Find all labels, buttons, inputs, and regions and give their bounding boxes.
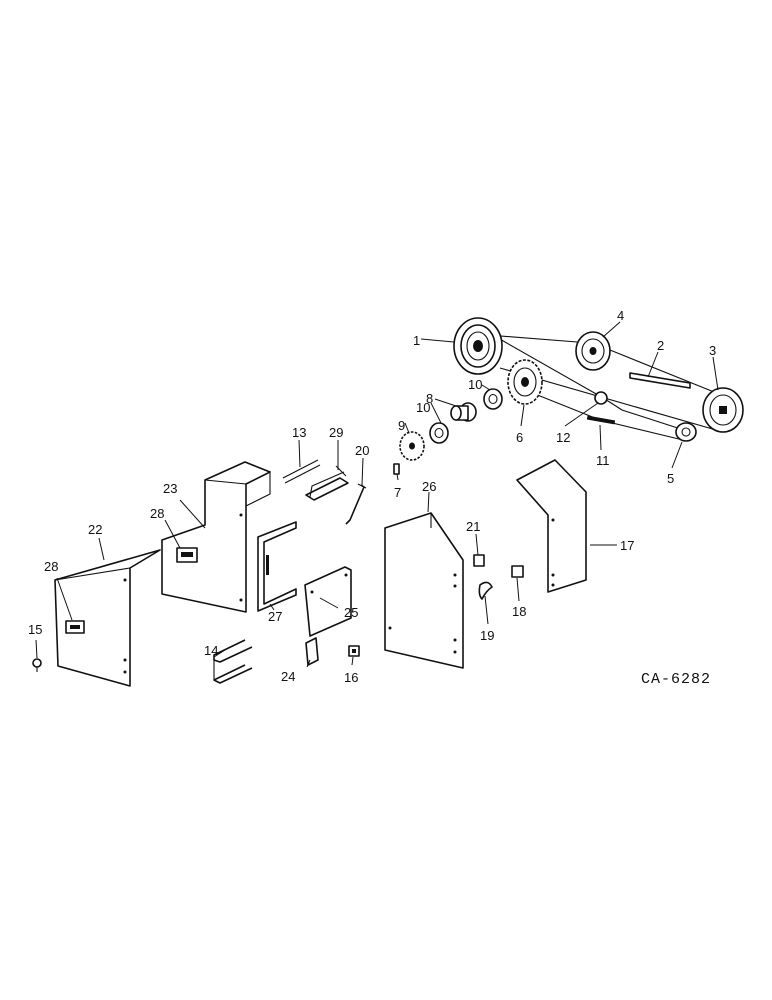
callout-15: 15 <box>28 622 42 637</box>
washer-lower-hole <box>434 427 444 439</box>
callout-14: 14 <box>204 643 218 658</box>
bolt <box>32 658 42 672</box>
callout-11: 11 <box>596 453 610 468</box>
callout-12: 12 <box>556 430 570 445</box>
tall-shield <box>384 512 464 669</box>
pulley-bottom <box>675 422 697 442</box>
callout-3: 3 <box>709 343 716 358</box>
pulley-large <box>453 317 503 375</box>
channel-bracket <box>257 521 297 612</box>
callout-20: 20 <box>355 443 369 458</box>
angle-clip <box>305 637 319 666</box>
callout-21: 21 <box>466 519 480 534</box>
callout-29: 29 <box>329 425 343 440</box>
callout-17: 17 <box>620 538 634 553</box>
rod <box>282 459 321 484</box>
callout-9: 9 <box>398 418 405 433</box>
pulley-right <box>702 387 744 433</box>
callout-19: 19 <box>480 628 494 643</box>
front-shield <box>54 549 161 687</box>
callout-10-upper: 10 <box>468 377 482 392</box>
chain-link <box>586 415 616 425</box>
callout-24: 24 <box>281 669 295 684</box>
callout-5: 5 <box>667 471 674 486</box>
callout-10-lower: 10 <box>416 400 430 415</box>
callout-1: 1 <box>413 333 420 348</box>
bracket-u <box>213 639 253 684</box>
callout-26: 26 <box>422 479 436 494</box>
fitting-18 <box>511 565 524 578</box>
idler-small <box>594 391 608 405</box>
callout-7: 7 <box>394 485 401 500</box>
callout-28-center: 28 <box>150 506 164 521</box>
washer-upper <box>483 388 503 410</box>
callout-8: 8 <box>426 391 433 406</box>
center-shield <box>161 461 271 613</box>
bracket-double <box>305 465 349 501</box>
shaft-key <box>629 372 691 389</box>
callout-22: 22 <box>88 522 102 537</box>
callout-28-front: 28 <box>44 559 58 574</box>
callout-16: 16 <box>344 670 358 685</box>
leader-lines <box>35 321 719 668</box>
callout-27: 27 <box>268 609 282 624</box>
callout-18: 18 <box>512 604 526 619</box>
callout-25: 25 <box>344 605 358 620</box>
strap <box>345 483 367 525</box>
belt-upper <box>487 334 591 344</box>
rear-shield <box>516 459 587 593</box>
hub <box>450 402 477 422</box>
callout-labels: 1 2 3 4 5 6 7 8 9 10 10 11 12 13 14 15 1… <box>28 308 716 685</box>
callout-2: 2 <box>657 338 664 353</box>
plate <box>304 566 352 637</box>
washer-lower <box>429 422 449 444</box>
washer-upper-hole <box>488 393 498 405</box>
sprocket <box>507 359 543 405</box>
callout-6: 6 <box>516 430 523 445</box>
belt-upper-right <box>609 349 715 393</box>
drawing-code: CA-6282 <box>641 671 711 688</box>
fitting-21 <box>473 554 485 567</box>
fitting-19 <box>478 581 493 600</box>
callout-23: 23 <box>163 481 177 496</box>
pulley-idler <box>575 331 611 371</box>
callout-4: 4 <box>617 308 624 323</box>
spring <box>393 463 400 475</box>
callout-13: 13 <box>292 425 306 440</box>
sprocket-small <box>399 431 425 461</box>
clip-slot <box>352 649 356 653</box>
